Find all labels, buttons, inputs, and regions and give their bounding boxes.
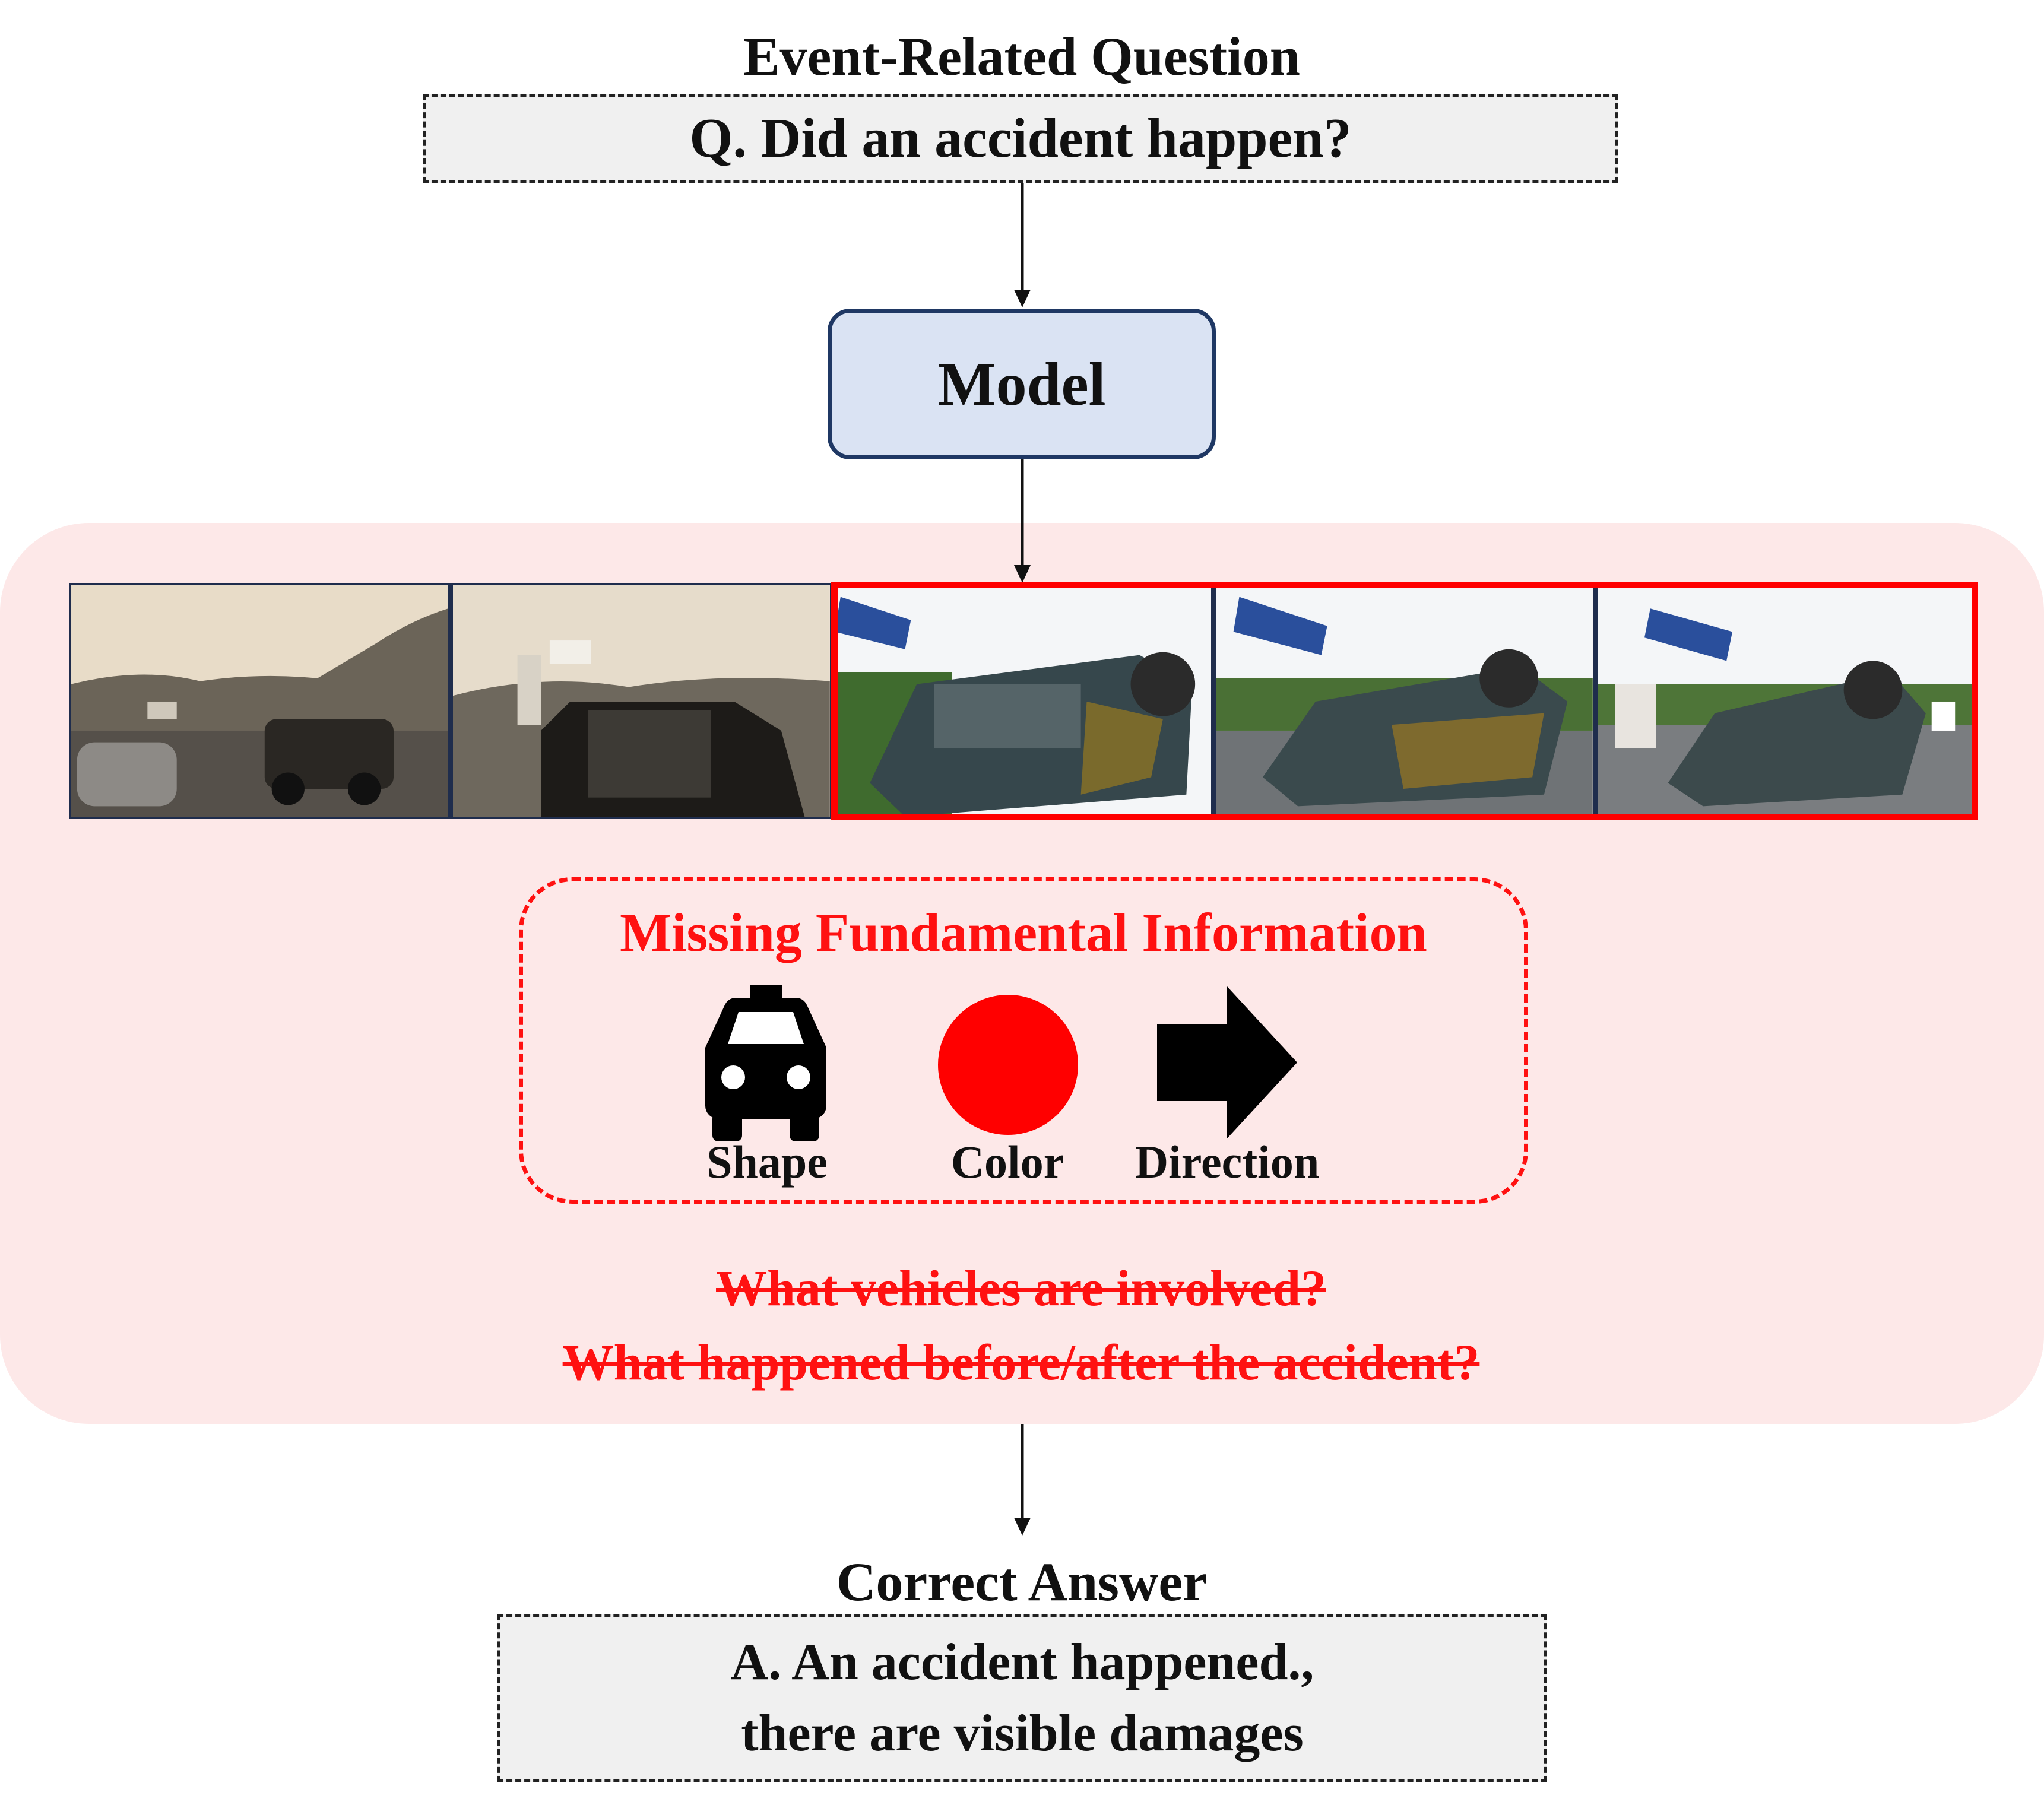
video-frame-1: [69, 583, 451, 819]
model-box: Model: [828, 309, 1216, 459]
question-heading: Event-Related Question: [743, 26, 1300, 87]
question-text: Q. Did an accident happen?: [689, 107, 1352, 169]
arrow-panel-to-answer: [1014, 1424, 1031, 1536]
crash-scene-image: [834, 585, 1212, 817]
struck-question-before-after: What happened before/after the accident?: [562, 1334, 1480, 1391]
road-scene-image: [71, 585, 448, 817]
missing-info-box: [519, 877, 1528, 1204]
video-frame-4: [1213, 583, 1596, 819]
answer-line-2: there are visible damages: [741, 1705, 1304, 1762]
road-scene-image: [452, 585, 830, 817]
answer-line-1: A. An accident happened.,: [730, 1633, 1314, 1691]
answer-heading: Correct Answer: [836, 1552, 1208, 1612]
answer-box: A. An accident happened., there are visi…: [497, 1614, 1547, 1782]
shape-label: Shape: [706, 1136, 828, 1188]
taxi-car-icon: [705, 985, 826, 1141]
struck-question-vehicles: What vehicles are involved?: [716, 1260, 1326, 1317]
missing-info-title: Missing Fundamental Information: [620, 902, 1427, 963]
red-circle-icon: [938, 995, 1078, 1135]
arrow-model-to-frames: [1014, 459, 1031, 583]
color-label: Color: [950, 1136, 1064, 1188]
highlighted-frames-outline: [831, 582, 1978, 820]
right-arrow-icon: [1157, 986, 1297, 1138]
arrow-question-to-model: [1014, 183, 1031, 307]
question-box: Q. Did an accident happen?: [423, 94, 1618, 183]
crash-scene-image: [1216, 585, 1593, 817]
model-label: Model: [937, 350, 1106, 418]
direction-label: Direction: [1135, 1136, 1320, 1188]
video-frames-strip: [69, 583, 1977, 819]
video-frame-2: [450, 583, 832, 819]
crash-scene-image: [1598, 585, 1975, 817]
video-frame-5: [1595, 583, 1977, 819]
